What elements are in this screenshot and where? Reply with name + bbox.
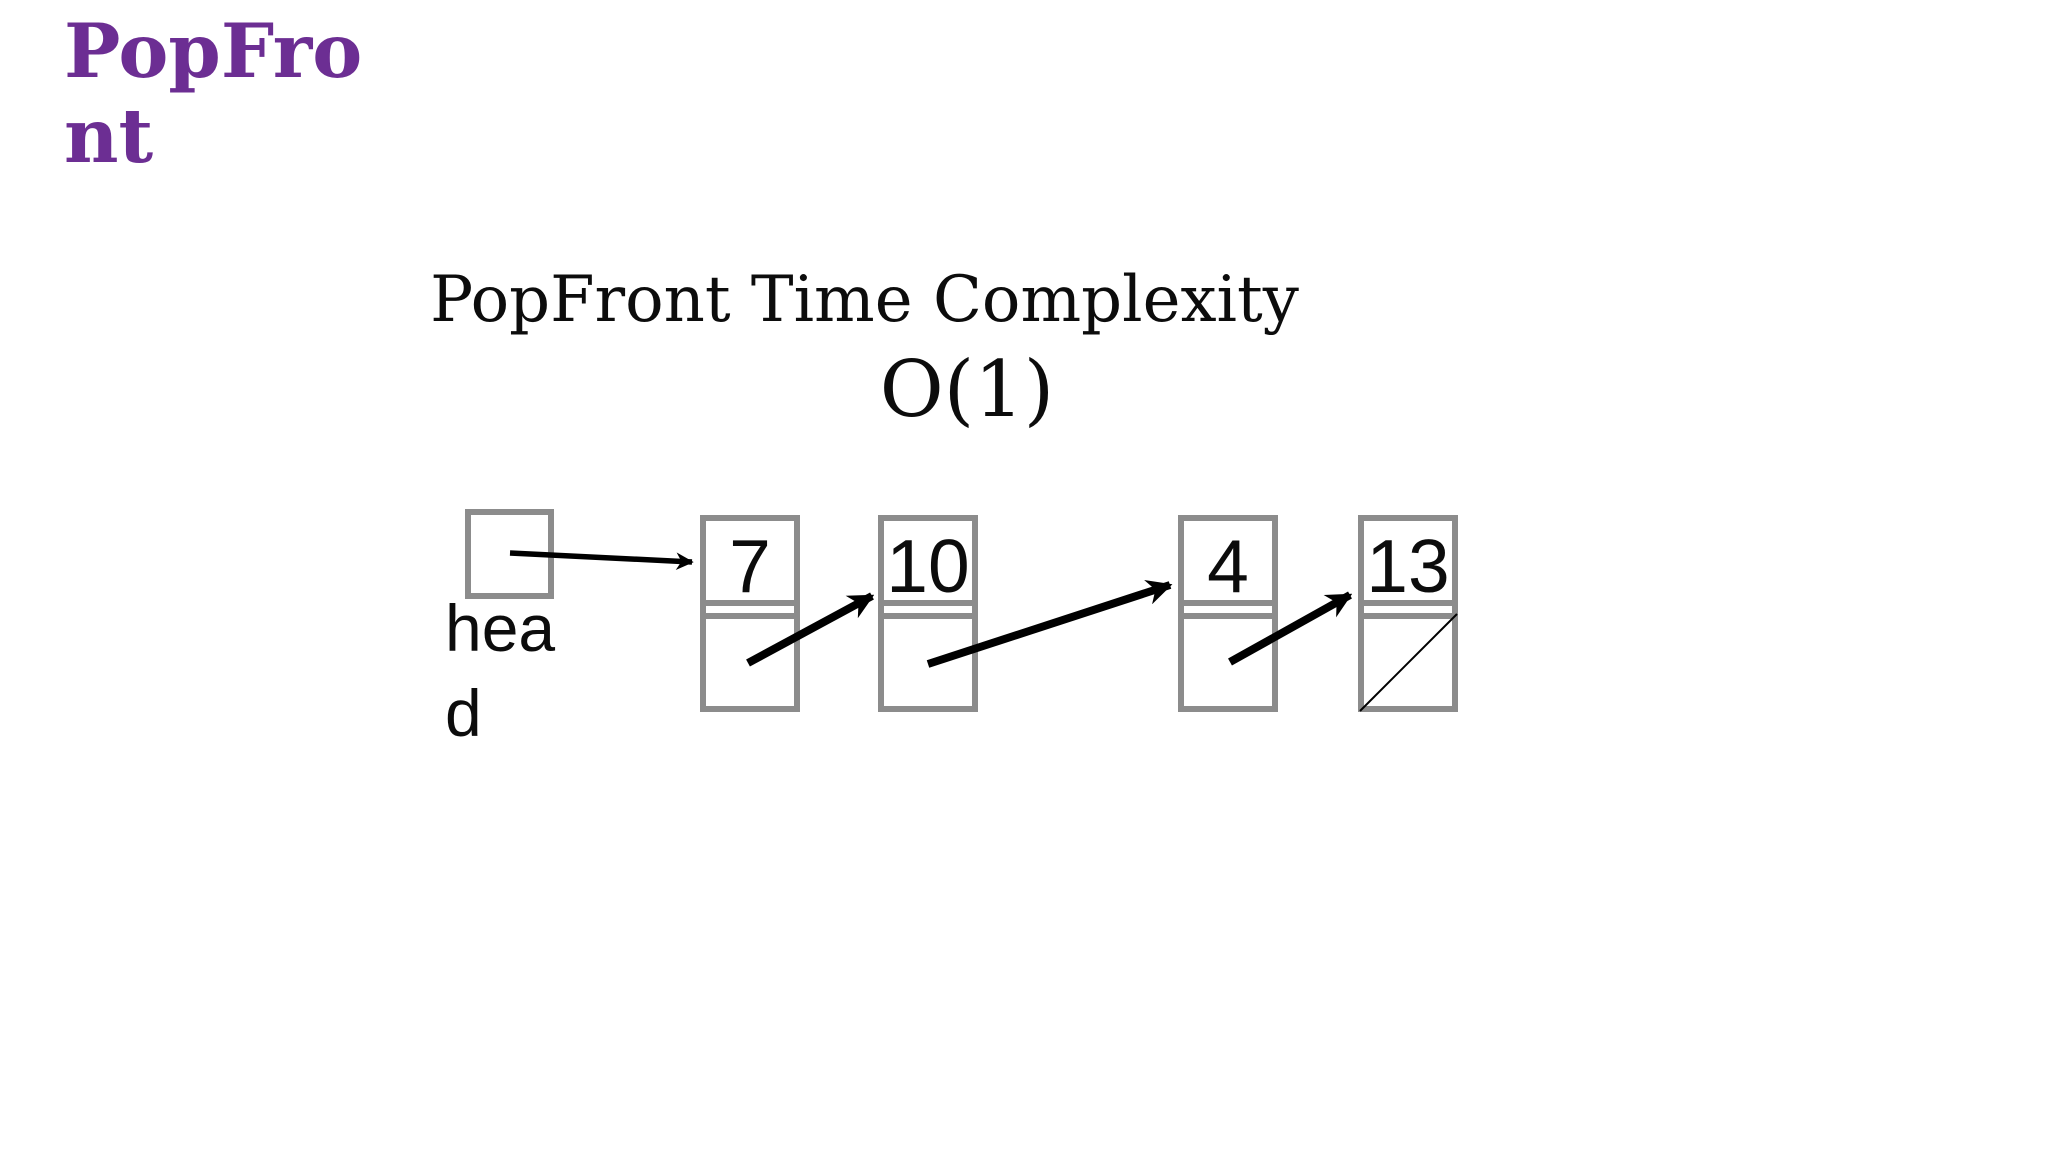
next-pointer-cell bbox=[1364, 619, 1452, 706]
head-label: head bbox=[445, 591, 556, 750]
next-pointer-cell bbox=[706, 619, 794, 706]
list-node-4: 13 bbox=[1358, 515, 1458, 712]
node-divider bbox=[1364, 600, 1452, 606]
list-node-1: 7 bbox=[700, 515, 800, 712]
complexity-value: O(1) bbox=[879, 345, 1055, 435]
node-divider bbox=[884, 600, 972, 606]
list-node-3: 4 bbox=[1178, 515, 1278, 712]
node-divider bbox=[1184, 600, 1272, 606]
diagram-title: PopFront Time Complexity bbox=[430, 263, 1299, 337]
next-pointer-cell bbox=[884, 619, 972, 706]
node-divider bbox=[706, 600, 794, 606]
node-value: 7 bbox=[729, 524, 771, 608]
node-value: 13 bbox=[1366, 524, 1450, 608]
next-pointer-cell bbox=[1184, 619, 1272, 706]
node-value: 4 bbox=[1207, 524, 1249, 608]
node-value: 10 bbox=[886, 524, 970, 608]
list-node-2: 10 bbox=[878, 515, 978, 712]
slide-heading: PopFront bbox=[64, 7, 363, 180]
node-divider bbox=[1184, 613, 1272, 619]
